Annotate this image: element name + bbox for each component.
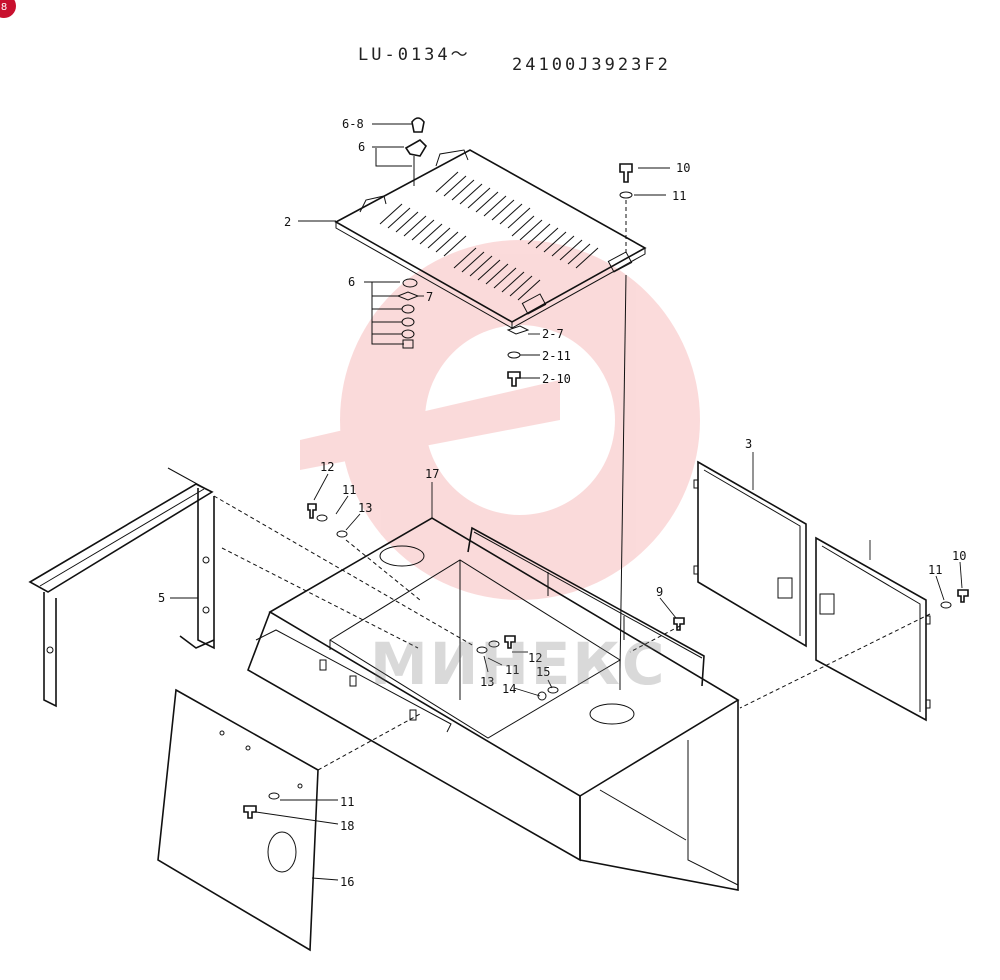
callout-12: 12 [320, 460, 334, 474]
callout-12: 12 [528, 651, 542, 665]
callout-3: 3 [745, 437, 752, 451]
callout-10: 10 [676, 161, 690, 175]
latch-assembly [371, 117, 428, 349]
callout-labels: 6-8 6 2 10 11 6 7 2-7 2-11 2-10 3 17 12 … [158, 117, 966, 889]
leader-lines [170, 123, 963, 881]
callout-2-10: 2-10 [542, 372, 571, 386]
left-support-part-5 [28, 467, 215, 708]
callout-6-8: 6-8 [342, 117, 364, 131]
callout-14: 14 [502, 682, 516, 696]
callout-10: 10 [952, 549, 966, 563]
callout-11: 11 [672, 189, 686, 203]
side-door-part-3 [693, 460, 807, 648]
callout-7: 7 [426, 290, 433, 304]
callout-11: 11 [340, 795, 354, 809]
callout-15: 15 [536, 665, 550, 679]
fasteners-top [506, 163, 633, 671]
side-door-twin [815, 536, 931, 722]
top-cover-part-2 [334, 149, 647, 329]
callout-16: 16 [340, 875, 354, 889]
main-frame-part-17 [247, 517, 740, 891]
callout-5: 5 [158, 591, 165, 605]
fasteners-frame [243, 503, 969, 819]
callout-2: 2 [284, 215, 291, 229]
callout-9: 9 [656, 585, 663, 599]
callout-11: 11 [342, 483, 356, 497]
callout-17: 17 [425, 467, 439, 481]
watermark-text: МИНЕКС [370, 630, 667, 698]
part-number: 24100J3923F2 [512, 55, 671, 75]
serial-range: LU-0134～ [358, 45, 471, 65]
callout-6: 6 [358, 140, 365, 154]
watermark-logo [300, 240, 700, 600]
callout-6: 6 [348, 275, 355, 289]
front-panel-part-16 [157, 688, 319, 952]
page-badge: 8 [0, 0, 16, 18]
louver-slots [379, 171, 599, 301]
callout-13: 13 [480, 675, 494, 689]
callout-18: 18 [340, 819, 354, 833]
assembly-lines [213, 495, 931, 771]
callout-2-11: 2-11 [542, 349, 571, 363]
callout-11: 11 [505, 663, 519, 677]
callout-11: 11 [928, 563, 942, 577]
callout-2-7: 2-7 [542, 327, 564, 341]
callout-13: 13 [358, 501, 372, 515]
